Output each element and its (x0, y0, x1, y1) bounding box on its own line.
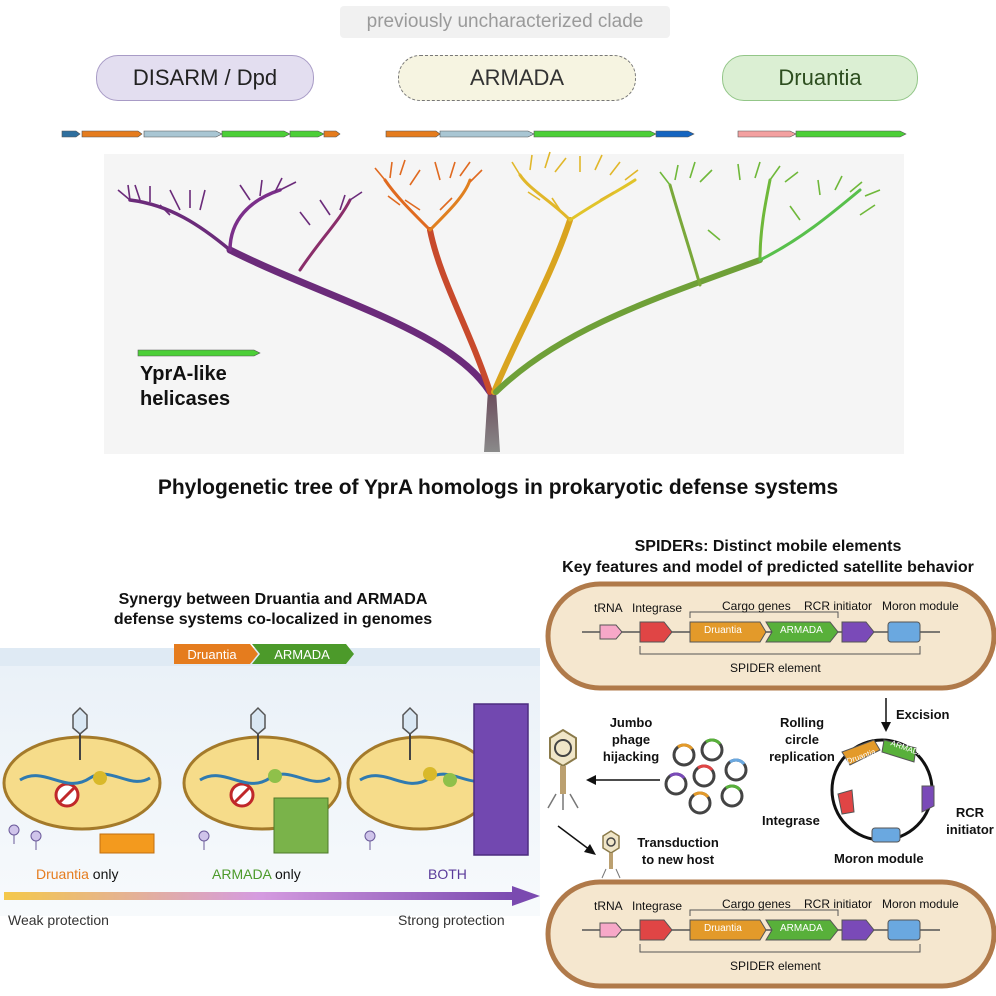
top-druantia-gene-label: Druantia (704, 625, 742, 636)
header-banner: previously uncharacterized clade (340, 6, 670, 38)
tree-trunk (484, 390, 500, 452)
spider-title-line1: SPIDERs: Distinct mobile elements (634, 538, 902, 555)
condition-armada-suffix: only (271, 866, 301, 882)
ypra-label-line2: helicases (140, 388, 231, 410)
top-moron-label: Moron module (882, 599, 959, 613)
jumbo-line1: Jumbo (609, 715, 653, 730)
tree-title: Phylogenetic tree of YprA homologs in pr… (157, 476, 839, 499)
condition-druantia-name: Druantia (36, 866, 89, 882)
synergy-figure: Druantia ARMADA (0, 644, 540, 916)
disarm-gene-arrows (61, 130, 341, 138)
weak-protection-label: Weak protection (8, 912, 109, 928)
rolling-circle-label: Rolling circle replication (756, 714, 848, 765)
cell-both (346, 706, 494, 831)
cell-druantia-only (2, 706, 162, 831)
free-phages (8, 824, 376, 850)
circle-rcr-line2: initiator (946, 822, 994, 837)
bottom-integrase-label: Integrase (632, 899, 683, 913)
top-spider-element-label: SPIDER element (730, 661, 821, 675)
clade-disarm-pill: DISARM / Dpd (96, 55, 314, 101)
clade-armada-pill: ARMADA (398, 55, 636, 101)
rolling-line1: Rolling (779, 715, 825, 730)
rolling-line2: circle (785, 732, 819, 747)
protection-bar-druantia (99, 833, 155, 854)
cell-armada-only (182, 706, 342, 831)
top-trna-label: tRNA (594, 601, 623, 615)
protection-bar-both (473, 703, 529, 856)
excision-label: Excision (896, 707, 950, 722)
condition-druantia-suffix: only (88, 866, 119, 882)
spider-title-line2: Key features and model of predicted sate… (562, 559, 974, 576)
protection-gradient-arrow (4, 892, 514, 900)
circle-rcr-line1: RCR (955, 805, 985, 820)
synergy-title-line2: defense systems co-localized in genomes (113, 611, 433, 628)
synergy-title: Synergy between Druantia and ARMADA defe… (0, 590, 546, 630)
top-armada-gene-label: ARMADA (780, 625, 823, 636)
condition-label-both: BOTH (428, 866, 467, 882)
replicated-circles (664, 738, 748, 815)
jumbo-line3: hijacking (602, 749, 660, 764)
bottom-druantia-gene-label: Druantia (704, 923, 742, 934)
bottom-cargo-label: Cargo genes (722, 897, 791, 911)
transduction-line1: Transduction (637, 835, 719, 850)
top-cargo-label: Cargo genes (722, 599, 791, 613)
armada-tag-label: ARMADA (274, 647, 330, 662)
replicated-circle-marks (669, 738, 746, 799)
bottom-moron-label: Moron module (882, 897, 959, 911)
strong-protection-label: Strong protection (398, 912, 505, 928)
spider-cell-bottom (545, 879, 996, 989)
spider-cell-top (545, 581, 996, 691)
condition-label-armada: ARMADA only (212, 866, 301, 882)
landing-phage (601, 830, 621, 879)
armada-tag-arrow (252, 644, 354, 664)
transduction-arrow (557, 825, 591, 851)
circular-spider (830, 738, 935, 843)
top-integrase-label: Integrase (632, 601, 683, 615)
tree-branches (128, 173, 862, 396)
jumbo-phage-label: Jumbo phage hijacking (598, 714, 664, 765)
druantia-tag-label: Druantia (187, 647, 237, 662)
armada-gene-arrows (385, 130, 695, 138)
condition-armada-name: ARMADA (212, 866, 272, 882)
bottom-rcr-label: RCR initiator (804, 897, 873, 911)
transduction-label: Transduction to new host (630, 834, 726, 868)
bottom-trna-label: tRNA (594, 899, 623, 913)
synergy-title-line1: Synergy between Druantia and ARMADA (118, 591, 428, 608)
jumbo-phage (547, 728, 579, 810)
ypra-helicase-label: YprA-like helicases (140, 362, 280, 412)
phylogenetic-tree-figure (61, 130, 907, 454)
bottom-armada-gene-label: ARMADA (780, 923, 823, 934)
top-rcr-label: RCR initiator (804, 599, 873, 613)
ypra-label-line1: YprA-like (140, 363, 227, 385)
condition-label-druantia: Druantia only (36, 866, 119, 882)
bottom-spider-element-label: SPIDER element (730, 959, 821, 973)
druantia-tag-arrow (174, 644, 258, 664)
circle-moron-label: Moron module (834, 851, 924, 866)
jumbo-line2: phage (611, 732, 651, 747)
rolling-line3: replication (769, 749, 835, 764)
ypra-helicase-arrow (137, 349, 261, 357)
druantia-gene-arrows (737, 130, 907, 138)
tree-background (104, 154, 904, 454)
clade-druantia-pill: Druantia (722, 55, 918, 101)
protection-bar-armada (273, 797, 329, 854)
transduction-line2: to new host (641, 852, 715, 867)
circle-integrase-label: Integrase (762, 813, 820, 828)
circle-rcr-label: RCR initiator (946, 804, 994, 838)
spider-title: SPIDERs: Distinct mobile elements Key fe… (540, 536, 996, 578)
tree-foliage (117, 151, 881, 241)
